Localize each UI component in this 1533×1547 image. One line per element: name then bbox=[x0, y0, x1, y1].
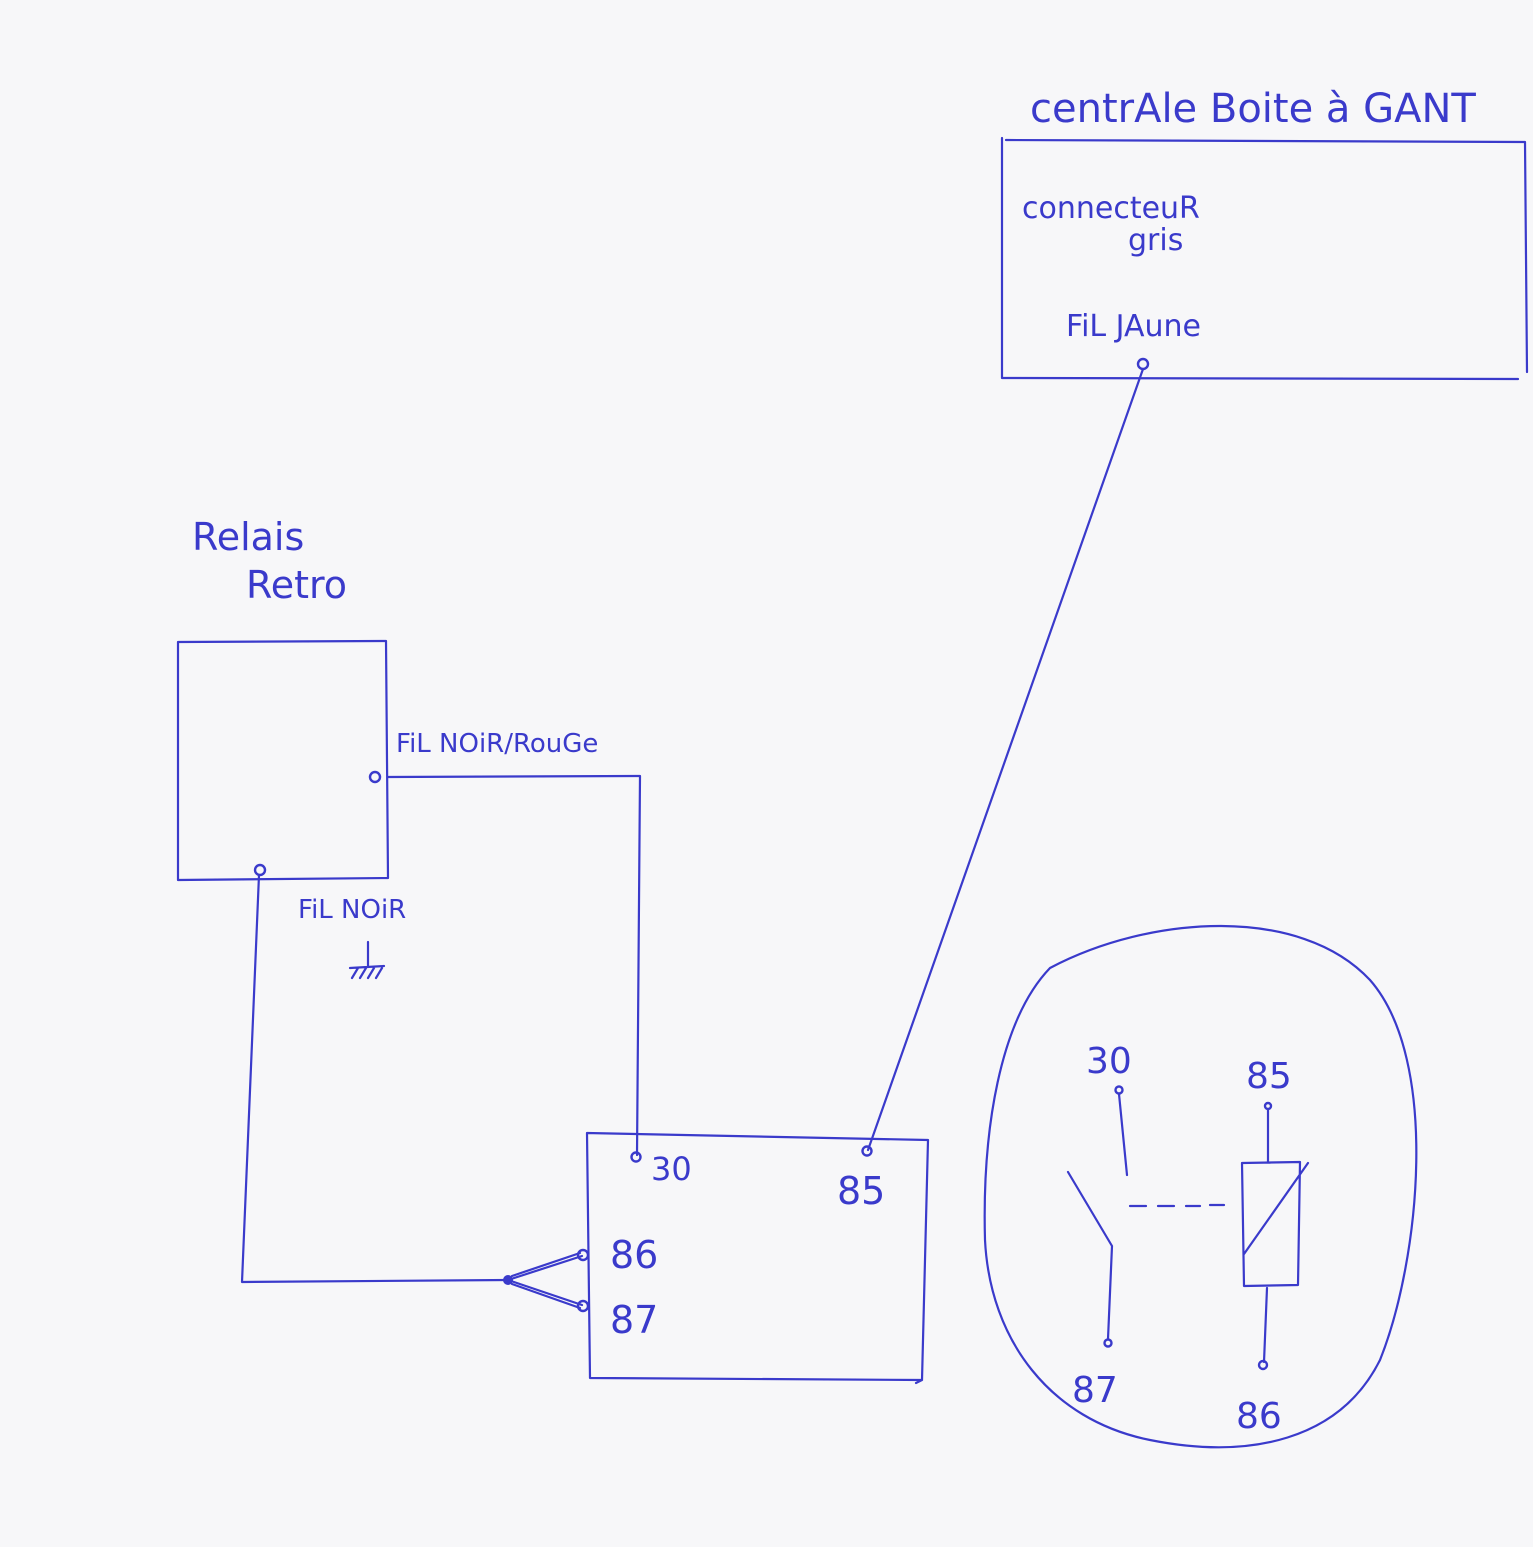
relay-block: 30 85 86 87 bbox=[576, 1131, 930, 1385]
schematic-pin-86: 86 bbox=[1236, 1396, 1282, 1437]
relay-pin-30: 30 bbox=[651, 1150, 692, 1188]
wire-black-red-label: FiL NOiR/RouGe bbox=[396, 729, 598, 759]
relay-coil-icon bbox=[1240, 1108, 1310, 1364]
connector-label-2: gris bbox=[1128, 223, 1183, 258]
centrale-terminal bbox=[1136, 357, 1150, 371]
relais-title-1: Relais bbox=[192, 515, 304, 559]
relais-retro-block: Relais Retro FiL NOiR/RouGe FiL NOiR bbox=[176, 515, 598, 980]
wire-splice bbox=[506, 1251, 584, 1310]
centrale-block: centrAle Boite à GANT connecteuR gris Fi… bbox=[1000, 86, 1529, 381]
wire-yellow-label: FiL JAune bbox=[1066, 309, 1201, 344]
wire-black-label: FiL NOiR bbox=[298, 895, 406, 925]
schematic-dot-87 bbox=[1103, 1338, 1113, 1348]
relay-pin-87: 87 bbox=[610, 1298, 658, 1342]
relay-pin-30-dot bbox=[630, 1151, 642, 1163]
relay-pin-86: 86 bbox=[610, 1233, 658, 1277]
mechanical-link-dashes bbox=[1128, 1203, 1226, 1208]
schematic-pin-85: 85 bbox=[1246, 1056, 1292, 1097]
wire-black bbox=[240, 873, 510, 1284]
ground-icon bbox=[348, 940, 386, 980]
schematic-outline bbox=[983, 924, 1418, 1449]
relay-pin-85: 85 bbox=[837, 1169, 885, 1213]
centrale-title: centrAle Boite à GANT bbox=[1030, 86, 1476, 132]
centrale-box bbox=[1000, 136, 1529, 381]
relais-terminal-bottom bbox=[253, 863, 267, 877]
relais-box bbox=[176, 639, 390, 882]
relais-title-2: Retro bbox=[246, 563, 347, 607]
wire-black-red bbox=[386, 774, 642, 1157]
connector-label-1: connecteuR bbox=[1022, 191, 1200, 226]
switch-contact-icon bbox=[1066, 1092, 1129, 1341]
relay-pin-86-dot bbox=[576, 1248, 590, 1262]
relay-schematic: 30 85 87 86 bbox=[983, 924, 1418, 1449]
schematic-pin-30: 30 bbox=[1086, 1041, 1132, 1082]
splice-node bbox=[503, 1275, 513, 1285]
wire-yellow bbox=[866, 367, 1145, 1152]
relais-terminal-right bbox=[368, 770, 382, 784]
relay-pin-87-dot bbox=[576, 1299, 590, 1313]
schematic-dot-85 bbox=[1263, 1101, 1273, 1111]
relay-pin-85-dot bbox=[861, 1145, 873, 1157]
schematic-dot-30 bbox=[1114, 1085, 1124, 1095]
relay-box bbox=[585, 1131, 930, 1385]
schematic-pin-87: 87 bbox=[1072, 1370, 1118, 1411]
